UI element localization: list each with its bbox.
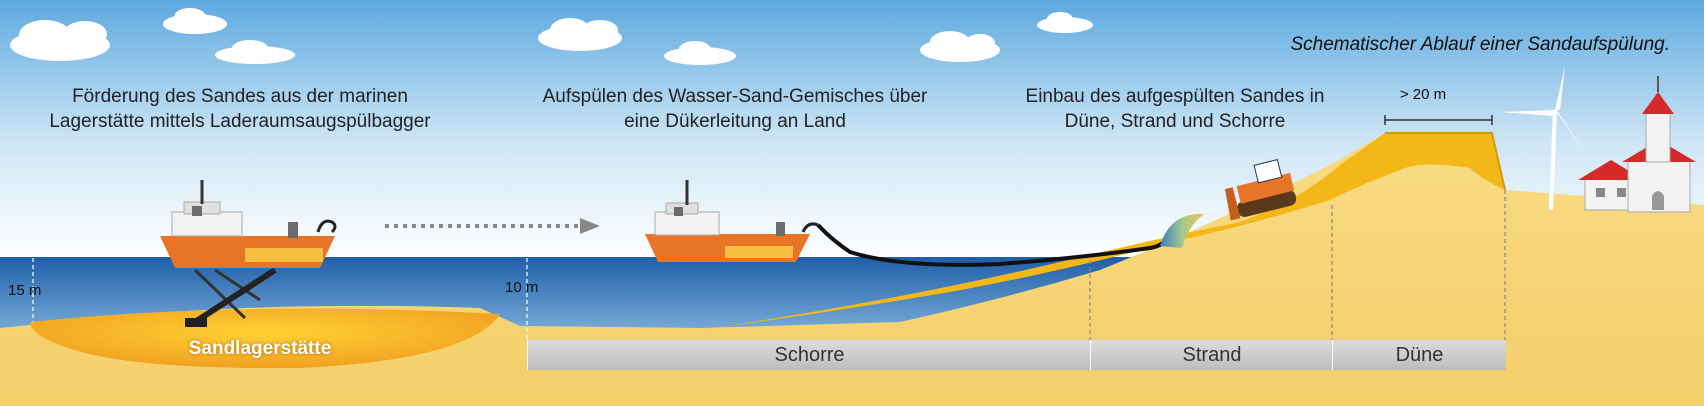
step-2-line-2: eine Dükerleitung an Land	[624, 111, 846, 132]
depth-label-15: 15 m	[8, 282, 42, 299]
depth-label-10: 10 m	[505, 279, 539, 296]
step-1-line-2: Lagerstätte mittels Laderaumsaugspülbagg…	[49, 111, 431, 132]
step-1-line-1: Förderung des Sandes aus der marinen	[72, 86, 408, 107]
step-3-line-1: Einbau des aufgespülten Sandes in	[1025, 86, 1325, 107]
caption: Schematischer Ablauf einer Sandaufspülun…	[1290, 34, 1670, 55]
dune-width-label: > 20 m	[1399, 86, 1447, 103]
step-3-text: Einbau des aufgespülten Sandes in Düne, …	[1000, 84, 1350, 134]
dredger-ship-1	[160, 180, 337, 327]
transit-arrow	[385, 218, 600, 234]
dredger-ship-2	[645, 180, 819, 262]
zone-strand: Strand	[1090, 340, 1333, 370]
step-2-text: Aufspülen des Wasser-Sand-Gemisches über…	[520, 84, 950, 134]
zone-duene: Düne	[1332, 340, 1506, 370]
dune-crest	[1385, 132, 1506, 191]
zone-schorre: Schorre	[527, 340, 1091, 370]
pipeline	[816, 223, 1170, 267]
dune-width-arrow	[1384, 115, 1493, 125]
bulldozer	[1224, 158, 1297, 221]
wind-turbine	[1500, 66, 1585, 211]
step-3-line-2: Düne, Strand und Schorre	[1064, 111, 1286, 132]
church	[1622, 76, 1696, 213]
step-1-text: Förderung des Sandes aus der marinen Lag…	[40, 84, 440, 134]
nourished-sand	[700, 133, 1505, 330]
step-2-line-1: Aufspülen des Wasser-Sand-Gemisches über	[542, 86, 928, 107]
sand-deposit	[30, 308, 500, 369]
clouds	[10, 8, 1093, 65]
spray-outlet	[1160, 213, 1205, 248]
deposit-label: Sandlagerstätte	[188, 338, 332, 359]
